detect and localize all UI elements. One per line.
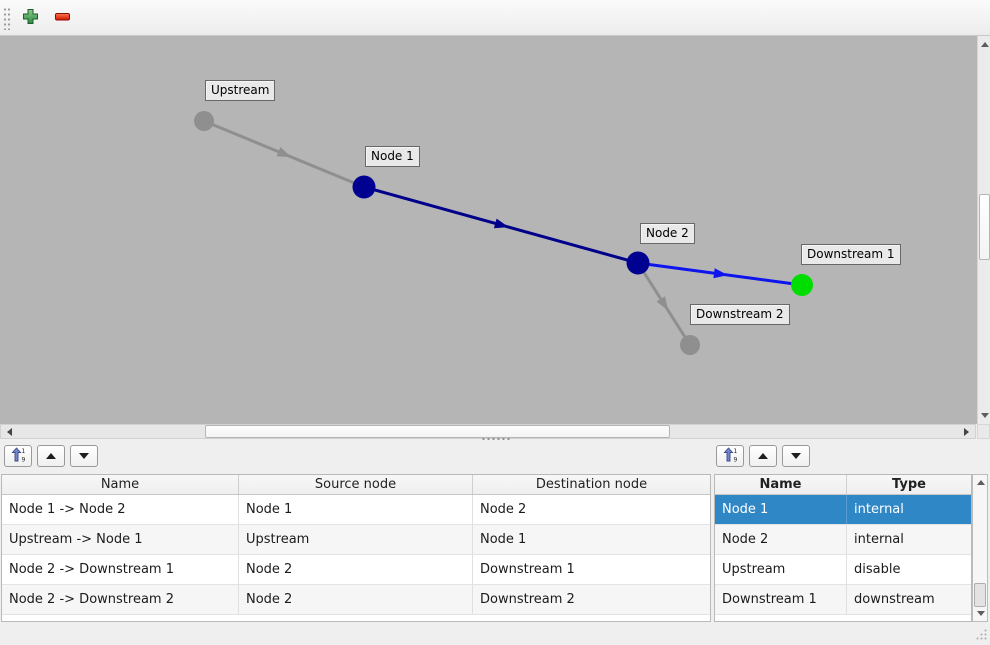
node-cell[interactable]: Upstream [715,555,847,584]
edge-arrow-icon [713,268,728,279]
node-node-1[interactable] [352,175,376,199]
svg-text:1: 1 [21,448,25,455]
scroll-left-arrow[interactable] [3,425,15,438]
column-header-destination-node: Destination node [535,477,648,492]
triangle-up-icon [46,453,56,459]
horizontal-scroll-thumb[interactable] [205,425,670,438]
graph-canvas-svg [194,111,813,355]
node-cell[interactable]: Node 2 [715,525,847,554]
canvas-vertical-scrollbar[interactable] [977,36,990,424]
nodes-move-up-button[interactable] [749,445,777,467]
node-label-node-2[interactable]: Node 2 [640,223,695,244]
edge-arrow-icon [276,147,292,158]
edge-cell[interactable]: Node 1 [480,532,527,547]
edge-cell[interactable]: Node 2 -> Downstream 1 [2,555,239,584]
main-toolbar [0,0,990,36]
nodes-sort-button[interactable]: 1 9 [716,445,744,467]
triangle-down-icon [791,453,801,459]
svg-text:9: 9 [733,457,737,463]
edge-cell[interactable]: Node 2 [239,585,473,614]
edge-cell[interactable]: Node 2 [480,502,527,517]
triangle-down-icon [79,453,89,459]
column-header-name: Name [2,475,239,494]
node-header-row: Name Type [715,475,971,495]
node-cell[interactable]: Node 1 [715,495,847,524]
node-label-upstream[interactable]: Upstream [205,80,276,101]
node-upstream[interactable] [194,111,214,131]
nodes-table-scrollbar[interactable] [972,474,988,622]
edge-arrow-icon [493,218,509,229]
node-row[interactable]: Downstream 1 downstream [715,585,971,615]
horizontal-splitter-handle[interactable] [481,437,511,441]
scroll-down-arrow[interactable] [974,608,987,619]
column-header-name: Name [715,475,847,494]
node-downstream-2[interactable] [680,335,700,355]
node-row[interactable]: Node 1 internal [715,495,971,525]
nodes-scroll-thumb[interactable] [974,583,986,607]
node-cell[interactable]: internal [854,502,904,517]
add-button[interactable] [15,4,45,32]
edges-move-down-button[interactable] [70,445,98,467]
column-header-source-node: Source node [239,475,473,494]
vertical-scroll-thumb[interactable] [979,194,990,260]
scroll-right-arrow[interactable] [960,425,972,438]
edge-cell[interactable]: Node 2 -> Downstream 2 [2,585,239,614]
scroll-down-arrow[interactable] [979,409,990,421]
scroll-up-arrow[interactable] [974,477,987,488]
window-resize-grip[interactable] [974,627,988,642]
svg-text:1: 1 [733,448,737,455]
triangle-left-icon [6,427,12,436]
node-cell[interactable]: disable [854,562,901,577]
toolbar-drag-handle[interactable] [3,7,11,30]
remove-button[interactable] [47,4,77,32]
node-label-downstream-2[interactable]: Downstream 2 [690,304,790,325]
empty-table-area [2,615,710,621]
svg-text:9: 9 [21,457,25,463]
edge-cell[interactable]: Node 1 -> Node 2 [2,495,239,524]
edge-cell[interactable]: Downstream 2 [480,592,575,607]
node-cell[interactable]: Downstream 1 [715,585,847,614]
triangle-down-icon [981,412,989,418]
node-label-node-1[interactable]: Node 1 [365,146,420,167]
node-cell[interactable]: downstream [854,592,935,607]
node-row[interactable]: Node 2 internal [715,525,971,555]
node-node-2[interactable] [626,251,650,275]
sort-ascending-icon: 1 9 [10,447,26,465]
node-downstream-1[interactable] [791,274,813,296]
empty-table-area [715,615,971,621]
triangle-up-icon [981,41,989,47]
edge-cell[interactable]: Upstream -> Node 1 [2,525,239,554]
triangle-up-icon [976,480,985,485]
scroll-up-arrow[interactable] [979,38,990,50]
scrollbar-corner [977,424,990,439]
sort-ascending-icon: 1 9 [722,447,738,465]
triangle-up-icon [758,453,768,459]
nodes-move-down-button[interactable] [782,445,810,467]
edge-cell[interactable]: Node 1 [239,495,473,524]
node-row[interactable]: Upstream disable [715,555,971,585]
column-header-type: Type [892,477,926,492]
minus-icon [54,8,71,28]
edges-move-up-button[interactable] [37,445,65,467]
edge-cell[interactable]: Upstream [239,525,473,554]
edges-sort-button[interactable]: 1 9 [4,445,32,467]
node-label-downstream-1[interactable]: Downstream 1 [801,244,901,265]
node-cell[interactable]: internal [854,532,904,547]
edge-cell[interactable]: Node 2 [239,555,473,584]
triangle-down-icon [976,611,985,616]
edge-arrow-icon [656,296,669,311]
triangle-right-icon [963,427,969,436]
edge-cell[interactable]: Downstream 1 [480,562,575,577]
plus-icon [22,8,39,28]
